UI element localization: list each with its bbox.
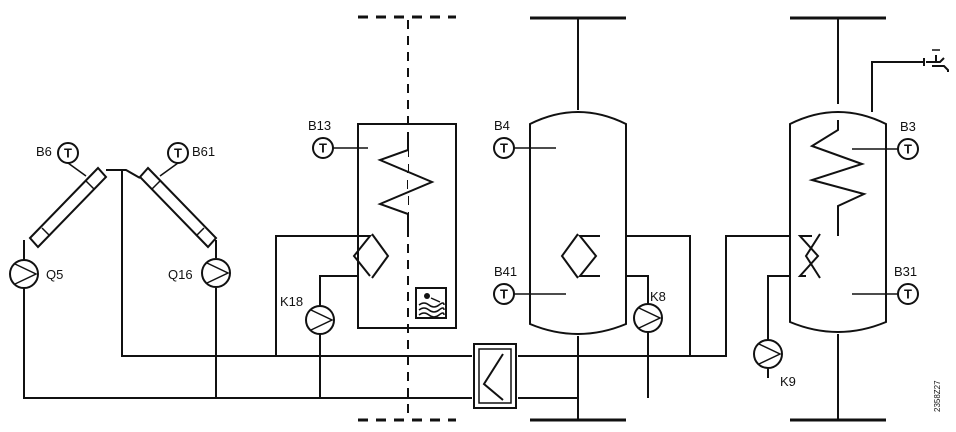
sensor-b6: T B6 (36, 142, 87, 177)
sensor-label-b31: B31 (894, 264, 917, 279)
sensor-b3: T B3 (852, 119, 919, 160)
sensor-label-b61: B61 (192, 144, 215, 159)
pump-k8: K8 (633, 289, 666, 333)
sensor-label-b6: B6 (36, 144, 52, 159)
svg-text:T: T (64, 146, 72, 161)
svg-text:T: T (500, 141, 508, 156)
pool-hx-coil-right (371, 233, 390, 279)
sensor-label-b4: B4 (494, 118, 510, 133)
buffer-hx-coil (577, 235, 600, 277)
buffer-tank: T B4 T B41 (493, 16, 627, 422)
svg-text:T: T (174, 146, 182, 161)
temperature-sensor-icon (167, 142, 189, 164)
water-tap-icon (923, 49, 949, 72)
pump-label-q16: Q16 (168, 267, 193, 282)
pipe-buffer-flow (518, 235, 691, 357)
buffer-shell (529, 111, 627, 335)
pump-k9: K9 (753, 339, 796, 389)
swimmer-icon (415, 287, 447, 319)
pipe-collector-return (23, 288, 472, 399)
buffer-hx-coil-left (560, 233, 579, 279)
swimming-pool: T B13 (308, 15, 457, 422)
dhw-hx-coil (797, 235, 820, 277)
pipe-dhw-flow (690, 235, 812, 357)
svg-text:T: T (904, 287, 912, 302)
sensor-b4: T B4 (493, 118, 556, 159)
solar-collector-right (138, 166, 218, 249)
pump-icon (633, 303, 663, 333)
pump-q16: Q16 (168, 258, 231, 288)
pipe-collector-header (106, 169, 141, 179)
drawing-number: 2358Z27 (933, 380, 942, 412)
sensor-label-b41: B41 (494, 264, 517, 279)
sensor-b13: T B13 (308, 118, 368, 159)
svg-text:T: T (319, 141, 327, 156)
pump-q5: Q5 (9, 259, 63, 289)
dhw-upper-coil (808, 120, 867, 236)
pipe-pool-flow (275, 235, 358, 356)
temperature-sensor-icon (57, 142, 79, 164)
sensor-b61: T B61 (159, 142, 215, 177)
plate-heat-exchanger (473, 343, 517, 409)
pump-label-k9: K9 (780, 374, 796, 389)
sensor-label-b3: B3 (900, 119, 916, 134)
solar-collector-left (28, 166, 108, 249)
pump-k18: K18 (280, 294, 335, 335)
pool-hx-coil (352, 235, 373, 277)
pipe-collector-flow (121, 170, 472, 357)
dhw-hx-coil-left (804, 233, 821, 279)
svg-text:T: T (500, 287, 508, 302)
pump-icon (9, 259, 39, 289)
pump-icon (305, 305, 335, 335)
dhw-tank: T B3 T B31 (789, 16, 919, 422)
pump-icon (201, 258, 231, 288)
sensor-b41: T B41 (493, 264, 566, 305)
pump-icon (753, 339, 783, 369)
sensor-label-b13: B13 (308, 118, 331, 133)
pipe-pool-return-top (319, 275, 370, 306)
pool-coil (377, 140, 435, 236)
pump-label-k18: K18 (280, 294, 303, 309)
pump-label-k8: K8 (650, 289, 666, 304)
pump-label-q5: Q5 (46, 267, 63, 282)
pipe-dhw-outlet (871, 61, 924, 112)
svg-text:T: T (904, 142, 912, 157)
sensor-b31: T B31 (852, 264, 919, 305)
